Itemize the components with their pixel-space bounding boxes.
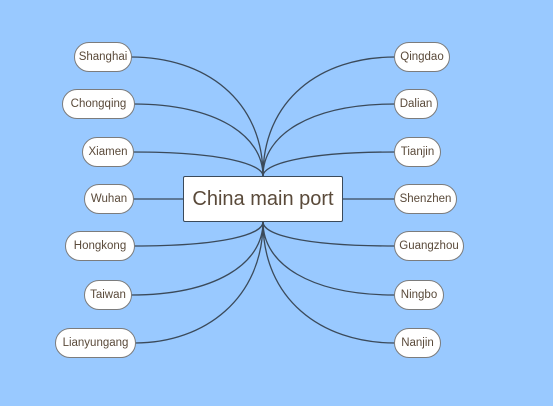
connector-right-5 [262, 221, 396, 247]
topic-guangzhou[interactable]: Guangzhou [394, 231, 464, 261]
topic-label: Wuhan [90, 193, 128, 205]
connector-left-2 [133, 103, 264, 177]
connector-left-1 [130, 56, 264, 177]
connector-right-1 [262, 56, 396, 177]
connector-right-3 [262, 151, 396, 177]
topic-hongkong[interactable]: Hongkong [65, 231, 135, 261]
topic-taiwan[interactable]: Taiwan [84, 280, 132, 310]
topic-label: Hongkong [73, 240, 127, 252]
topic-label: Guangzhou [399, 240, 459, 252]
central-topic-label: China main port [192, 187, 334, 210]
topic-label: Ningbo [400, 289, 438, 301]
topic-label: Dalian [399, 98, 433, 110]
connector-left-3 [132, 151, 264, 177]
topic-label: Lianyungang [62, 337, 129, 349]
connector-left-6 [130, 221, 264, 296]
topic-label: Qingdao [400, 51, 444, 63]
topic-label: Shenzhen [399, 193, 452, 205]
topic-label: Xiamen [88, 146, 128, 158]
topic-qingdao[interactable]: Qingdao [394, 42, 450, 72]
topic-chongqing[interactable]: Chongqing [62, 89, 135, 119]
topic-label: Nanjin [401, 337, 434, 349]
topic-shenzhen[interactable]: Shenzhen [394, 184, 457, 214]
topic-lianyungang[interactable]: Lianyungang [55, 328, 136, 358]
topic-nanjin[interactable]: Nanjin [394, 328, 441, 358]
topic-tianjin[interactable]: Tianjin [394, 137, 441, 167]
topic-label: Chongqing [70, 98, 127, 110]
connector-right-6 [262, 221, 396, 296]
topic-label: Shanghai [78, 51, 128, 63]
topic-dalian[interactable]: Dalian [394, 89, 438, 119]
connector-right-2 [262, 103, 396, 177]
topic-label: Taiwan [90, 289, 126, 301]
topic-xiamen[interactable]: Xiamen [82, 137, 134, 167]
connector-right-7 [262, 221, 396, 344]
topic-wuhan[interactable]: Wuhan [84, 184, 134, 214]
connector-left-5 [133, 221, 264, 247]
topic-label: Tianjin [400, 146, 435, 158]
connector-left-7 [134, 221, 264, 344]
central-topic[interactable]: China main port [183, 176, 343, 222]
topic-shanghai[interactable]: Shanghai [74, 42, 132, 72]
topic-ningbo[interactable]: Ningbo [394, 280, 444, 310]
